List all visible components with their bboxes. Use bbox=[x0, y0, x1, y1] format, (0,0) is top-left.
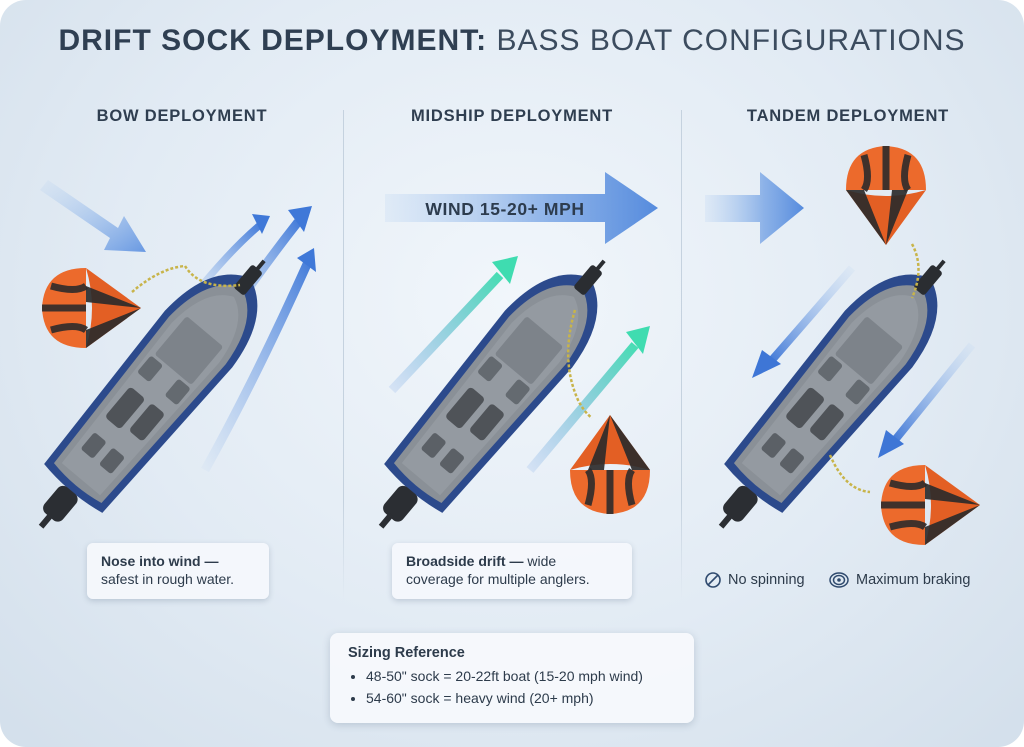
heading-bow: BOW DEPLOYMENT bbox=[96, 107, 268, 125]
sizing-item: 54-60" sock = heavy wind (20+ mph) bbox=[366, 690, 676, 706]
legend-no-spinning: No spinning bbox=[704, 571, 805, 589]
maximum-braking-icon bbox=[829, 572, 849, 588]
midship-caption-rest1: wide bbox=[527, 553, 557, 569]
sizing-list: 48-50" sock = 20-22ft boat (15-20 mph wi… bbox=[348, 668, 676, 706]
sizing-item: 48-50" sock = 20-22ft boat (15-20 mph wi… bbox=[366, 668, 676, 684]
title-bold: DRIFT SOCK DEPLOYMENT: bbox=[58, 24, 488, 57]
divider-right bbox=[681, 110, 682, 600]
sizing-title: Sizing Reference bbox=[348, 645, 465, 661]
heading-midship: MIDSHIP DEPLOYMENT bbox=[410, 107, 614, 125]
legend-maximum-braking-label: Maximum braking bbox=[856, 572, 971, 588]
bow-drift-sock bbox=[42, 268, 141, 348]
heading-tandem: TANDEM DEPLOYMENT bbox=[746, 107, 950, 125]
midship-rope bbox=[567, 309, 593, 419]
midship-caption-bold: Broadside drift — bbox=[406, 553, 524, 569]
legend-no-spinning-label: No spinning bbox=[728, 572, 805, 588]
sizing-reference-box: Sizing Reference 48-50" sock = 20-22ft b… bbox=[330, 633, 694, 723]
wind-speed-label: WIND 15-20+ MPH bbox=[425, 199, 585, 219]
bow-rope bbox=[131, 264, 241, 293]
divider-left bbox=[343, 110, 344, 600]
tandem-drift-sock-stern bbox=[881, 465, 980, 545]
midship-drift-sock bbox=[570, 415, 650, 514]
tandem-wind-arrow bbox=[705, 172, 804, 244]
title-light: BASS BOAT CONFIGURATIONS bbox=[496, 24, 966, 57]
legend-maximum-braking: Maximum braking bbox=[828, 571, 970, 589]
tandem-rope-bow bbox=[910, 243, 920, 299]
midship-wind-arrow bbox=[385, 172, 658, 244]
bow-wind-arrow bbox=[40, 180, 146, 252]
page-title: DRIFT SOCK DEPLOYMENT: BASS BOAT CONFIGU… bbox=[0, 24, 1024, 58]
bow-caption: Nose into wind — safest in rough water. bbox=[87, 543, 269, 599]
tandem-rope-stern bbox=[828, 454, 871, 494]
bow-boat bbox=[5, 230, 300, 558]
bow-caption-rest: safest in rough water. bbox=[101, 571, 235, 587]
no-spinning-icon bbox=[705, 572, 721, 588]
tandem-drift-sock-bow bbox=[846, 146, 926, 245]
midship-caption: Broadside drift — wide coverage for mult… bbox=[392, 543, 632, 599]
midship-caption-rest2: coverage for multiple anglers. bbox=[406, 571, 590, 587]
bow-caption-bold: Nose into wind — bbox=[101, 553, 219, 569]
tandem-current-arrows bbox=[752, 265, 976, 458]
